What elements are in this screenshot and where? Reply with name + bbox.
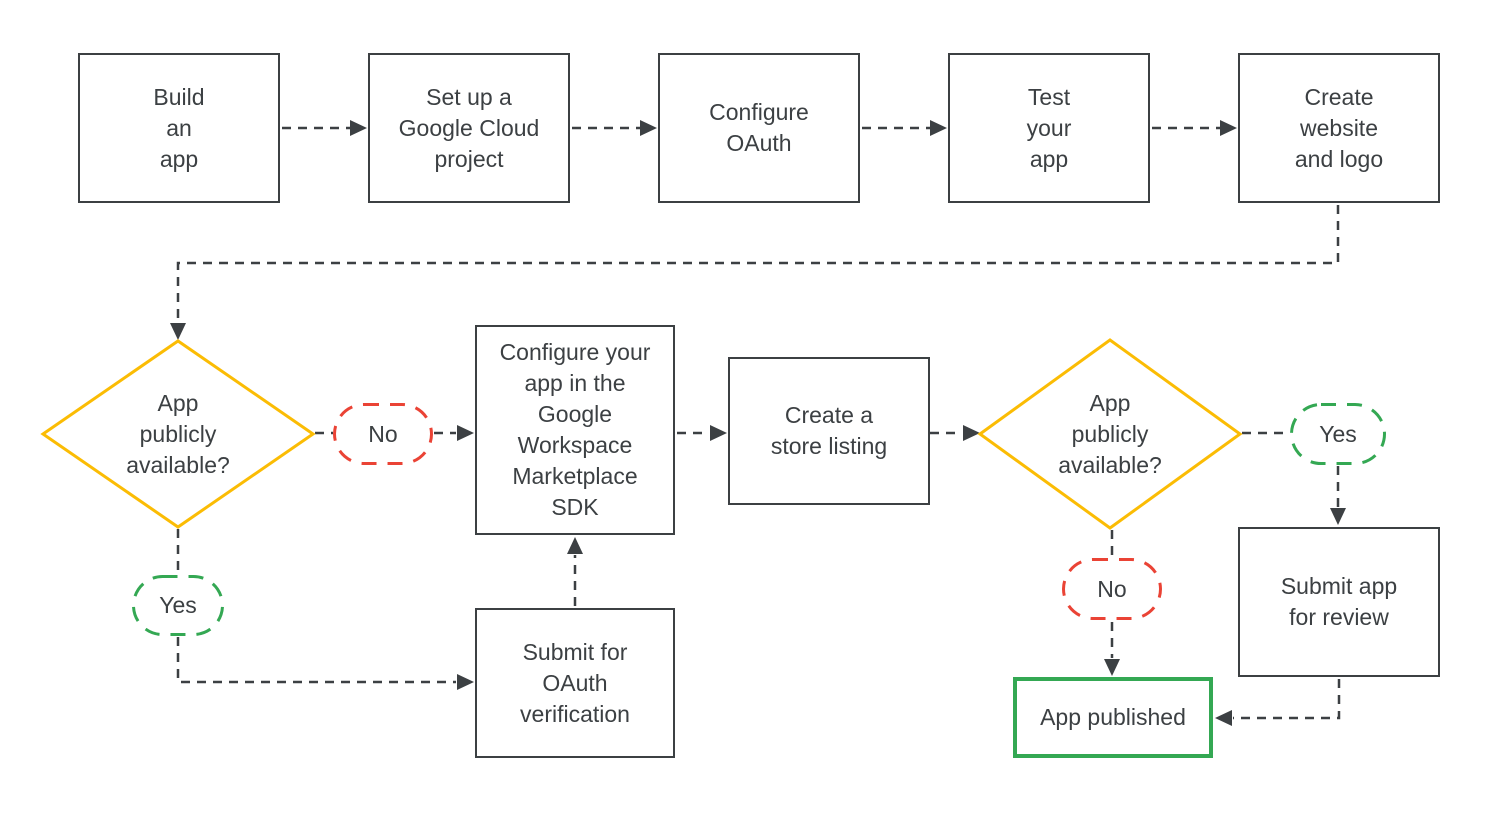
node-submit-review-label: Submit app for review	[1280, 573, 1398, 630]
arrowhead	[1104, 659, 1120, 676]
arrowhead	[1330, 508, 1346, 525]
node-oauth-verification: Submit for OAuth verification	[475, 608, 675, 758]
node-oauth-verification-label: Submit for OAuth verification	[520, 638, 630, 727]
decision2-yes-oval	[1290, 403, 1386, 465]
node-setup-project: Set up a Google Cloud project	[368, 53, 570, 203]
node-create-website: Create website and logo	[1238, 53, 1440, 203]
node-setup-project-label: Set up a Google Cloud project	[398, 83, 540, 172]
arrowhead	[710, 425, 727, 441]
node-store-listing-label: Create a store listing	[770, 402, 888, 459]
node-configure-oauth: Configure OAuth	[658, 53, 860, 203]
arrowheads	[170, 120, 1346, 726]
node-configure-sdk-label: Configure your app in the Google Workspa…	[499, 339, 651, 520]
connector-review-to-published	[1233, 679, 1341, 720]
decision1-yes-oval	[132, 575, 224, 636]
decision1-no-oval	[333, 403, 433, 465]
node-create-website-label: Create website and logo	[1294, 83, 1384, 172]
node-configure-oauth-label: Configure OAuth	[709, 99, 809, 156]
connector-yes1-to-oauthbox	[176, 637, 456, 684]
arrowhead	[963, 425, 980, 441]
decision1-diamond	[40, 339, 316, 529]
arrowhead	[930, 120, 947, 136]
arrowhead	[350, 120, 367, 136]
arrowhead	[640, 120, 657, 136]
node-test-app-label: Test your app	[1026, 83, 1072, 172]
node-store-listing: Create a store listing	[728, 357, 930, 505]
node-app-published-label: App published	[1040, 704, 1186, 730]
node-app-published: App published	[1013, 677, 1213, 758]
arrowhead	[567, 537, 583, 554]
arrowhead	[457, 674, 474, 690]
node-test-app: Test your app	[948, 53, 1150, 203]
node-build-app-label: Build an app	[153, 83, 205, 172]
connector-website-to-decision1	[176, 205, 1340, 322]
arrowhead	[1215, 710, 1232, 726]
node-configure-sdk: Configure your app in the Google Workspa…	[475, 325, 675, 535]
arrowhead	[457, 425, 474, 441]
arrowhead	[1220, 120, 1237, 136]
arrowhead	[170, 323, 186, 340]
decision2-no-oval	[1062, 558, 1162, 620]
decision2-diamond	[977, 338, 1243, 530]
node-build-app: Build an app	[78, 53, 280, 203]
node-submit-review: Submit app for review	[1238, 527, 1440, 677]
